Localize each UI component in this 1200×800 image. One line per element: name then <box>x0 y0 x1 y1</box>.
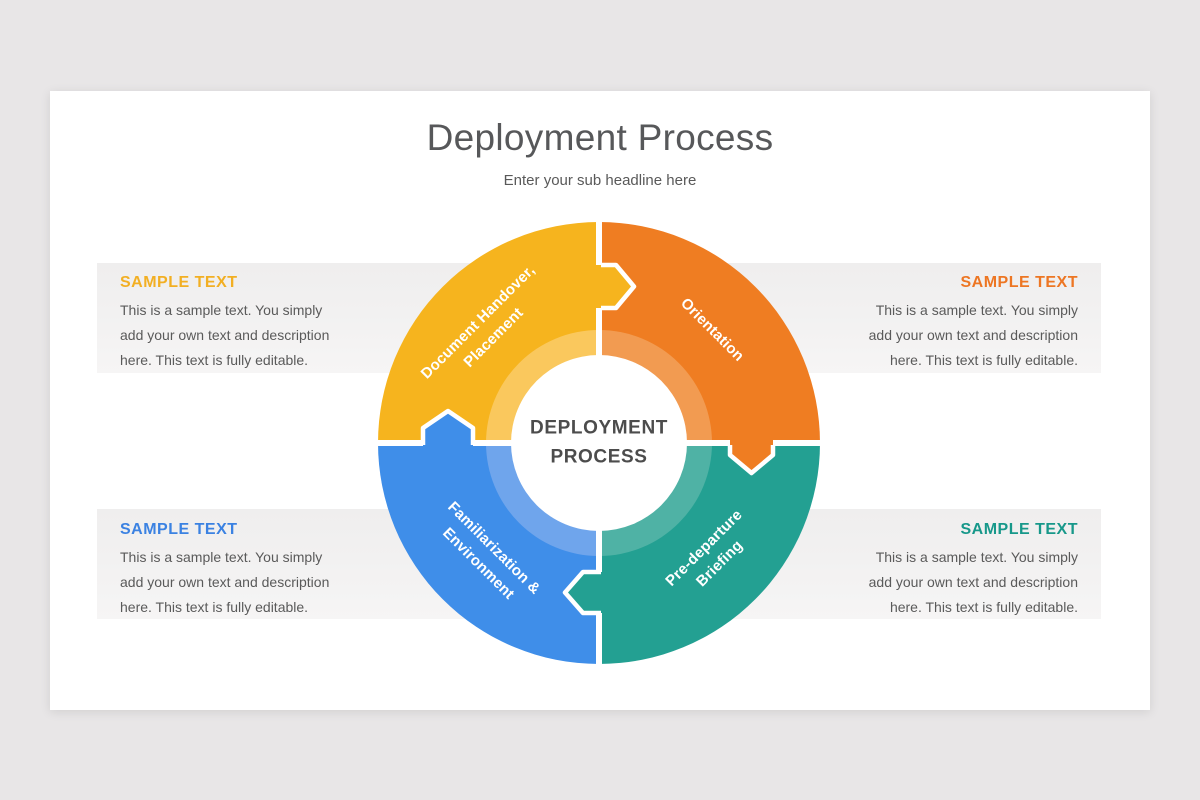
sample-line: add your own text and description <box>120 574 330 590</box>
sample-line: add your own text and description <box>120 327 330 343</box>
slide: Deployment Process Enter your sub headli… <box>50 91 1150 710</box>
sample-heading: SAMPLE TEXT <box>120 521 238 538</box>
center-circle <box>511 355 687 531</box>
puzzle-tab-bottom-outline <box>562 569 601 616</box>
sample-heading: SAMPLE TEXT <box>960 521 1078 538</box>
text-block-top-left: SAMPLE TEXT This is a sample text. You s… <box>120 274 400 373</box>
sample-line: here. This text is fully editable. <box>120 599 309 615</box>
sample-line: This is a sample text. You simply <box>875 302 1078 318</box>
text-block-bottom-left: SAMPLE TEXT This is a sample text. You s… <box>120 521 400 620</box>
puzzle-wheel <box>372 216 826 670</box>
page-subtitle: Enter your sub headline here <box>503 172 697 189</box>
sample-line: This is a sample text. You simply <box>120 549 323 565</box>
text-block-top-right: SAMPLE TEXT This is a sample text. You s… <box>798 274 1078 373</box>
sample-heading: SAMPLE TEXT <box>960 274 1078 291</box>
sample-line: This is a sample text. You simply <box>875 549 1078 565</box>
text-block-bottom-right: SAMPLE TEXT This is a sample text. You s… <box>798 521 1078 620</box>
deployment-process-diagram: Document Handover, Placement Orientation… <box>364 208 834 678</box>
puzzle-tab-top-outline <box>601 262 637 311</box>
page-title: Deployment Process <box>426 117 774 158</box>
sample-line: This is a sample text. You simply <box>120 302 323 318</box>
sample-line: here. This text is fully editable. <box>889 352 1078 368</box>
center-label: DEPLOYMENT PROCESS <box>530 417 668 468</box>
puzzle-tab-right-outline <box>727 445 776 476</box>
sample-line: add your own text and description <box>868 327 1078 343</box>
sample-heading: SAMPLE TEXT <box>120 274 238 291</box>
sample-line: here. This text is fully editable. <box>120 352 309 368</box>
sample-line: here. This text is fully editable. <box>889 599 1078 615</box>
sample-line: add your own text and description <box>868 574 1078 590</box>
puzzle-tab-left-outline <box>420 408 476 445</box>
